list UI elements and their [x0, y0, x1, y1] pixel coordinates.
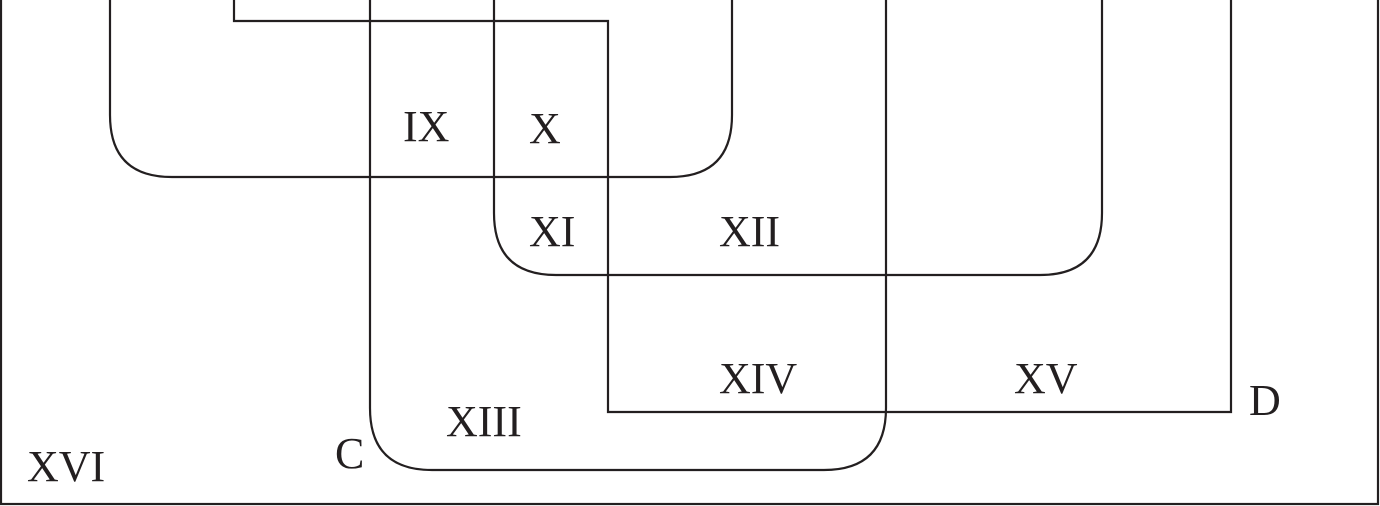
region-label-xiii: XIII — [446, 397, 522, 446]
set-a-outline — [108, 0, 734, 179]
region-label-xiv: XIV — [719, 354, 797, 403]
region-label-xii: XII — [719, 207, 780, 256]
region-label-xvi: XVI — [27, 442, 105, 491]
region-label-xi: XI — [529, 207, 575, 256]
region-label-xv: XV — [1014, 354, 1078, 403]
region-label-x: X — [529, 104, 561, 153]
set-b-outline — [492, 0, 1104, 277]
set-c-outline — [368, 0, 888, 472]
set-label-d: D — [1249, 376, 1281, 425]
region-label-ix: IX — [403, 102, 449, 151]
set-d-outline — [232, 0, 1233, 414]
set-label-c: C — [335, 429, 364, 478]
